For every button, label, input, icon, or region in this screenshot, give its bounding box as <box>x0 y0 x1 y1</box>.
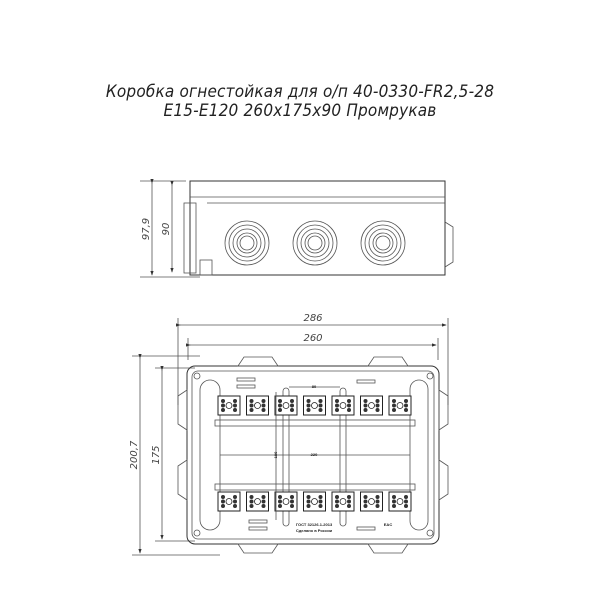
terminal-block <box>274 491 298 512</box>
terminal-block <box>246 395 269 416</box>
cable-gland <box>292 220 338 266</box>
marking-origin: Сделано в России <box>296 528 333 533</box>
cable-gland <box>438 459 449 501</box>
dim-90: 90 <box>161 223 172 236</box>
corner-screw <box>426 372 434 380</box>
corner-screw <box>193 529 201 537</box>
cable-gland <box>177 389 188 431</box>
din-rail-top <box>214 419 416 427</box>
box-inner-outline <box>191 370 435 540</box>
cable-gland <box>224 220 270 266</box>
cable-gland <box>367 543 409 554</box>
spare-screw <box>356 379 376 384</box>
left-mounting-plate <box>199 379 221 531</box>
dim-220: 220 <box>311 452 318 457</box>
box-flange-outline <box>186 365 440 545</box>
dim-175: 175 <box>151 445 162 464</box>
terminal-block <box>217 491 241 512</box>
drawing-title-line1: Коробка огнестойкая для о/п 40-0330-FR2,… <box>105 82 495 102</box>
dim-260: 260 <box>303 333 322 344</box>
dim-180: 180 <box>273 451 278 458</box>
terminal-block <box>360 395 383 416</box>
corner-screw <box>193 372 201 380</box>
side-gland-profile <box>444 221 454 268</box>
spare-screw <box>248 526 268 531</box>
terminal-block <box>217 395 241 416</box>
right-mounting-plate <box>409 379 429 531</box>
terminal-block <box>331 491 355 512</box>
cable-gland <box>237 356 279 367</box>
spare-screw <box>356 526 376 531</box>
side-view: 97,9 90 <box>140 179 454 278</box>
vertical-strap-right <box>339 387 347 527</box>
spare-screw <box>236 384 256 389</box>
dim-286: 286 <box>303 313 322 324</box>
cable-gland <box>360 220 406 266</box>
terminal-block <box>274 395 298 416</box>
din-rail-bottom <box>214 483 416 491</box>
corner-screw <box>426 529 434 537</box>
terminal-block <box>388 395 412 416</box>
drawing-title-line2: E15-E120 260x175x90 Промрукав <box>163 101 437 121</box>
terminal-block <box>360 491 383 512</box>
terminal-block <box>303 395 326 416</box>
terminal-block <box>303 491 326 512</box>
front-view: 286 260 200,7 175 80 220 180 <box>129 313 449 556</box>
dim-200-7: 200,7 <box>129 440 140 469</box>
marking-standard: ГОСТ 32126.1-2013 <box>296 522 333 527</box>
cable-gland <box>237 543 279 554</box>
spare-screw <box>248 519 268 524</box>
cable-gland <box>177 459 188 501</box>
cable-gland <box>367 356 409 367</box>
certification-mark: EAC <box>384 522 393 527</box>
vertical-strap-left <box>282 387 290 527</box>
terminal-block <box>388 491 412 512</box>
side-body-outline <box>189 180 446 276</box>
dim-97-9: 97,9 <box>141 218 152 240</box>
spare-screw <box>236 377 256 382</box>
side-clip <box>199 259 213 276</box>
terminal-block <box>331 395 355 416</box>
cable-gland <box>438 389 449 431</box>
terminal-block <box>246 491 269 512</box>
dim-80: 80 <box>312 384 317 389</box>
hinge-side <box>183 202 197 274</box>
